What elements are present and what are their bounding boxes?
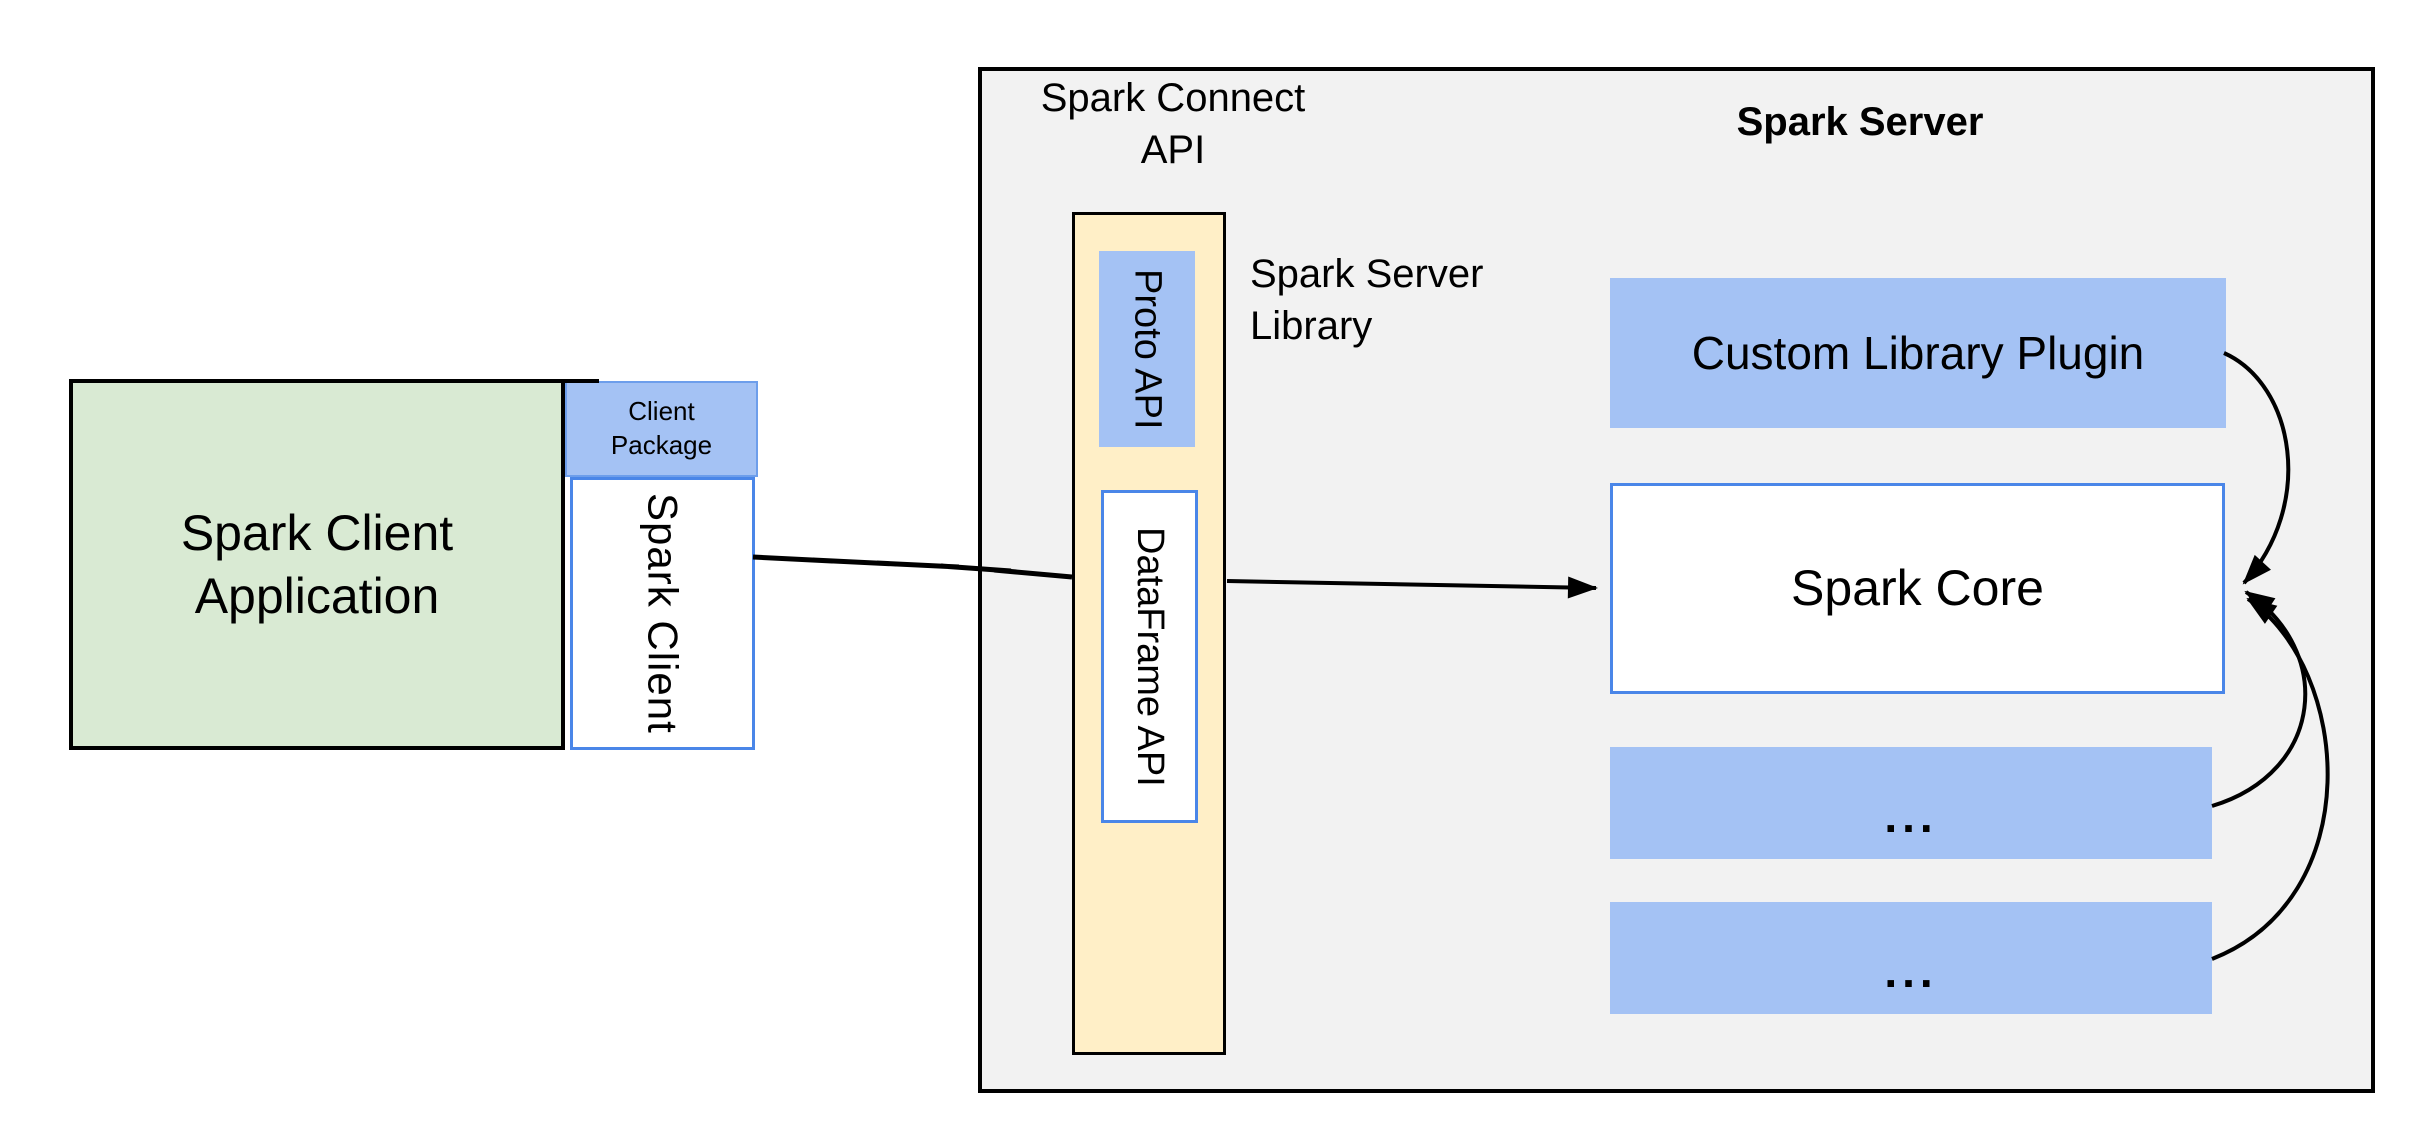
proto-api-box: Proto API <box>1099 251 1195 447</box>
plugin-slot-1-box: ... <box>1610 747 2212 859</box>
dataframe-api-box: DataFrame API <box>1101 490 1198 823</box>
spark-client-label: Spark Client <box>639 493 687 734</box>
dataframe-api-label: DataFrame API <box>1129 526 1171 787</box>
spark-connect-api-title: Spark Connect API <box>1040 76 1306 172</box>
spark-core-label: Spark Core <box>1791 560 2044 616</box>
custom-library-plugin-box: Custom Library Plugin <box>1610 278 2226 428</box>
plugin-slot-2-label: ... <box>1884 945 1938 997</box>
spark-core-box: Spark Core <box>1610 483 2225 694</box>
spark-client-application-box: Spark Client Application <box>69 379 565 750</box>
proto-api-label: Proto API <box>1126 268 1169 430</box>
spark-client-application-label: Spark Client Application <box>180 504 454 624</box>
plugin-slot-1-label: ... <box>1884 790 1938 842</box>
spark-client-box: Spark Client <box>570 477 755 750</box>
client-package-label: Client Package <box>610 396 713 460</box>
custom-library-plugin-label: Custom Library Plugin <box>1691 327 2145 379</box>
client-package-box: Client Package <box>565 381 758 477</box>
spark-server-title: Spark Server <box>1736 100 1984 144</box>
spark-server-library-label: Spark Server Library <box>1250 252 1484 348</box>
plugin-slot-2-box: ... <box>1610 902 2212 1014</box>
